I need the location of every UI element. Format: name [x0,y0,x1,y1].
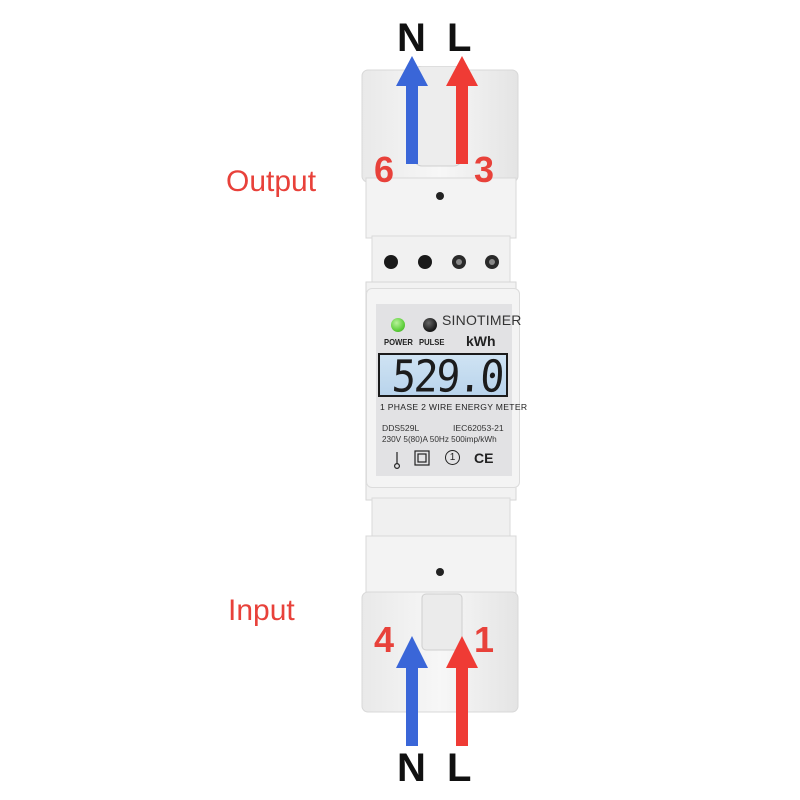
pulse-led-icon [423,318,437,332]
double-square-icon [414,450,430,466]
terminal-1-label: 1 [474,619,495,660]
power-label: POWER [384,337,413,347]
terminal-3-label: 3 [474,149,495,190]
bottom-neutral-arrow-up-icon [396,636,428,746]
top-neutral-letter: N [397,16,426,60]
power-led-icon [391,318,405,332]
standard-number: IEC62053-21 [453,423,504,433]
top-screw-hole [436,192,444,200]
bottom-neutral-letter: N [397,746,426,790]
meter-description: 1 PHASE 2 WIRE ENERGY METER [380,402,528,412]
terminal-4-label: 4 [374,619,395,660]
top-live-letter: L [447,16,472,60]
energy-reading: 529.0 [389,351,504,403]
output-label: Output [226,165,317,198]
accuracy-class-icon: 1 [445,450,460,465]
terminal-6-label: 6 [374,149,395,190]
top-live-arrow-up-icon [446,56,478,164]
brand-name: SINOTIMER [442,312,522,328]
bottom-screw-hole [436,568,444,576]
model-number: DDS529L [382,423,420,433]
pulse-label: PULSE [419,337,445,347]
thermometer-icon [393,452,401,470]
bottom-live-arrow-up-icon [446,636,478,746]
bottom-live-letter: L [447,746,472,790]
ce-mark: CE [474,450,494,466]
input-label: Input [228,594,295,627]
unit-label: kWh [466,333,496,349]
lcd-display: 529.0 [378,352,508,402]
top-neutral-arrow-up-icon [396,56,428,164]
ratings-text: 230V 5(80)A 50Hz 500imp/kWh [382,435,497,444]
